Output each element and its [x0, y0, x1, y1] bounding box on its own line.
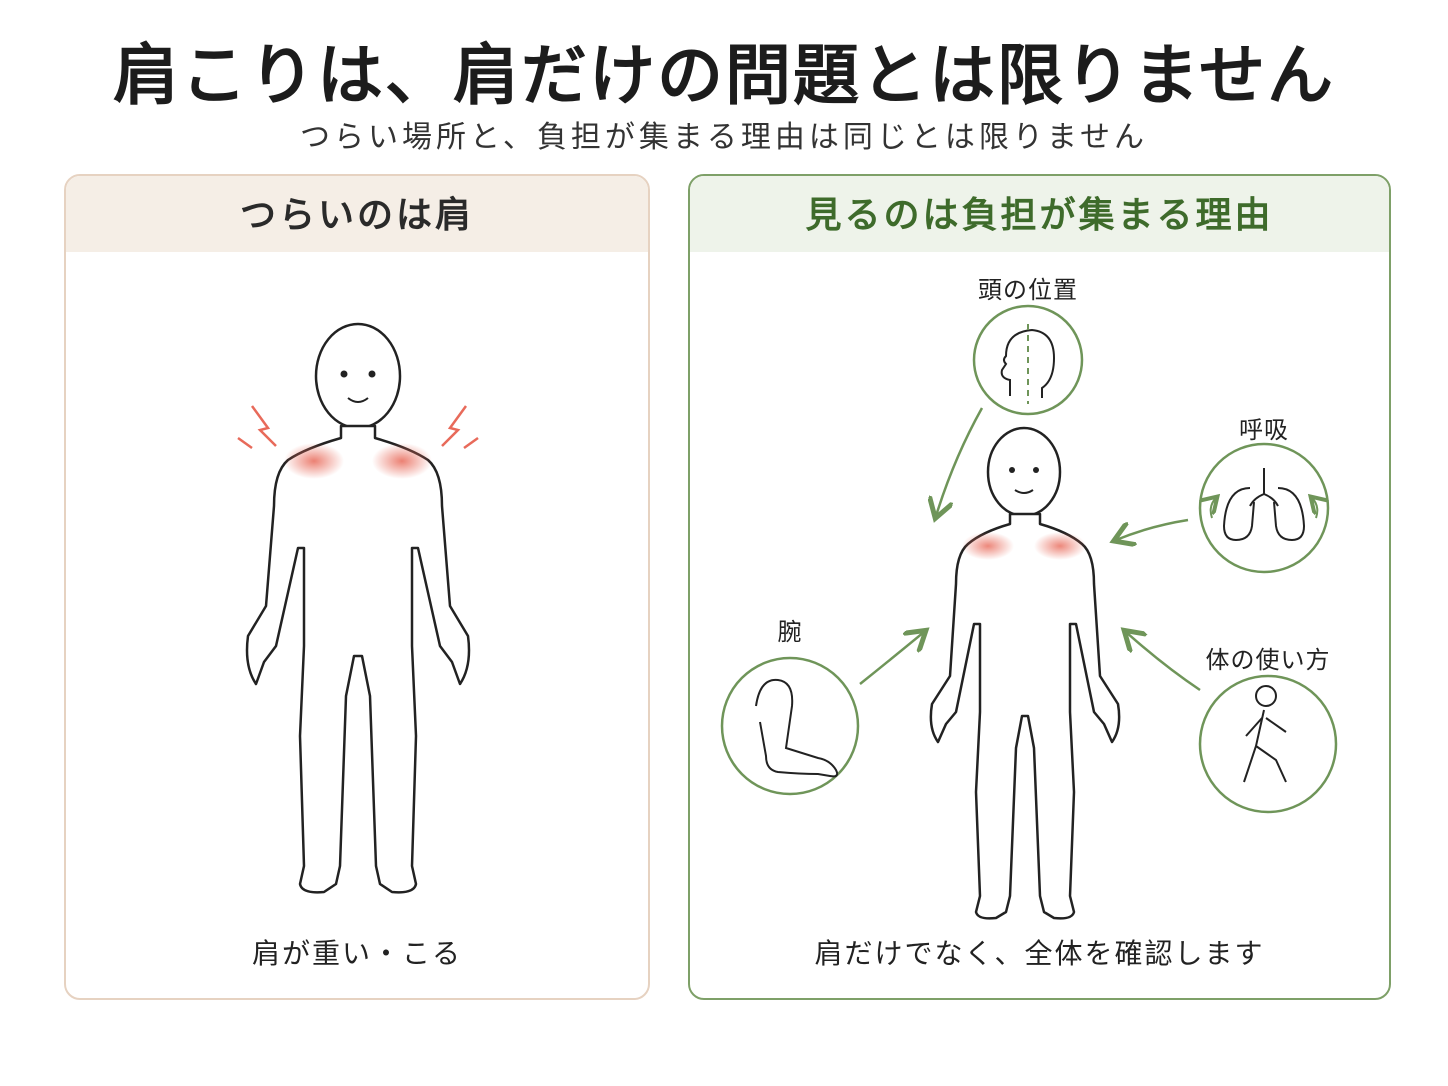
body-outline	[245, 424, 471, 894]
center-pain-right	[1034, 532, 1086, 560]
right-diagram	[720, 304, 1338, 920]
breathing-circle	[1198, 442, 1330, 574]
pain-spark-right	[441, 405, 468, 447]
label-breathing: 呼吸	[1239, 416, 1289, 444]
label-arm: 腕	[777, 618, 803, 646]
arrow-breath-to-body	[1116, 518, 1189, 540]
breath-arrow-left-icon	[1211, 498, 1216, 519]
arm-icon	[755, 678, 839, 778]
left-body-illustration	[237, 322, 479, 894]
right-panel-heading: 見るのは負担が集まる理由	[690, 176, 1389, 252]
mouth	[347, 397, 369, 403]
right-panel-caption: 肩だけでなく、全体を確認します	[814, 937, 1265, 970]
arrow-head-to-body	[936, 407, 984, 516]
center-pain-left	[962, 532, 1014, 560]
left-panel-heading: つらいのは肩	[66, 176, 648, 252]
pain-glow-left	[284, 443, 344, 479]
eye-left	[340, 370, 348, 378]
page-title: 肩こりは、肩だけの問題とは限りません	[112, 37, 1336, 114]
lungs-icon	[1222, 468, 1306, 542]
right-panel: 見るのは負担が集まる理由	[688, 174, 1391, 1000]
pain-spark-right-small	[463, 436, 479, 450]
pain-spark-left	[250, 405, 277, 447]
pain-glow-right	[372, 443, 432, 479]
center-body-outline	[929, 512, 1121, 920]
center-eye-left	[1009, 467, 1015, 473]
label-head-position: 頭の位置	[978, 276, 1078, 304]
walking-person-icon	[1243, 685, 1287, 783]
center-head-outline	[986, 426, 1062, 518]
eye-right	[368, 370, 376, 378]
left-panel: つらいのは肩 肩が重い・こる	[64, 174, 650, 1000]
center-mouth	[1014, 489, 1034, 494]
breath-arrow-right-icon	[1312, 498, 1317, 519]
page-subtitle: つらい場所と、負担が集まる理由は同じとは限りません	[300, 120, 1148, 155]
head-outline	[314, 322, 402, 430]
pain-spark-left-small	[237, 436, 253, 450]
arrow-usage-to-body	[1126, 632, 1201, 692]
center-eye-right	[1033, 467, 1039, 473]
head-profile-icon	[1000, 328, 1056, 398]
arrow-arm-to-body	[859, 632, 924, 685]
label-body-usage: 体の使い方	[1205, 646, 1331, 674]
left-panel-caption: 肩が重い・こる	[251, 937, 462, 970]
body-usage-circle	[1198, 674, 1338, 814]
